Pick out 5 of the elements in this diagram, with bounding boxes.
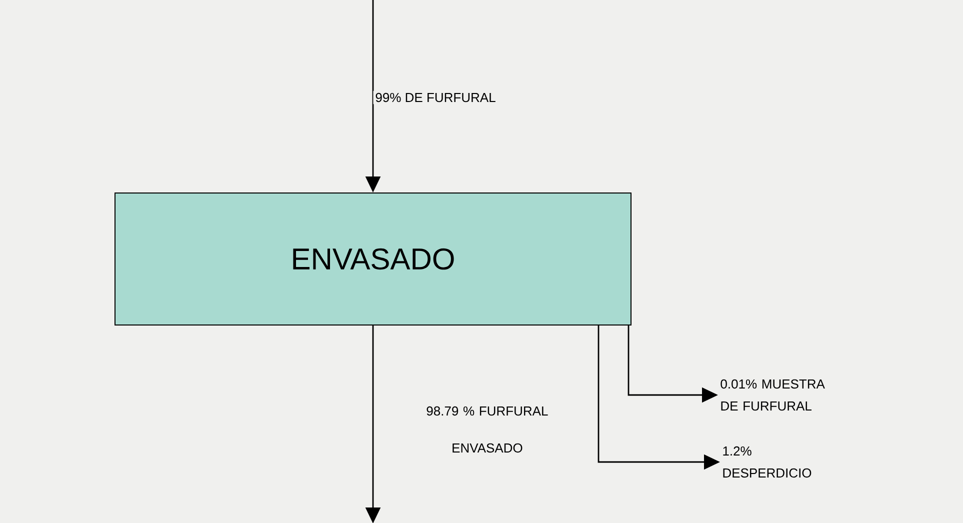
edge-label: 98.79 % FURFURAL ENVASADO — [426, 406, 548, 453]
output-label: 1.2% DESPERDICIO — [723, 446, 812, 478]
edge-label: 99% DE FURFURAL — [376, 92, 496, 102]
output-label: 0.01% MUESTRA DE FURFURAL — [720, 379, 825, 411]
process-box: ENVASADO — [114, 192, 632, 326]
